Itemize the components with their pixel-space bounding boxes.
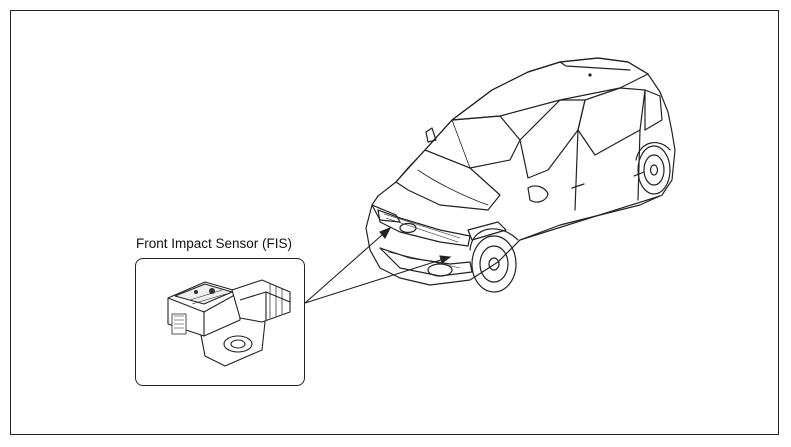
figure-frame bbox=[10, 10, 779, 435]
arrowhead-left bbox=[379, 226, 392, 239]
arrowhead-right bbox=[439, 255, 452, 264]
sensor-pointer-lines bbox=[304, 226, 452, 304]
pointer-line-right bbox=[304, 256, 451, 304]
impact-sensor-icon bbox=[167, 279, 291, 367]
callout-label: Front Impact Sensor (FIS) bbox=[136, 236, 293, 251]
car-illustration bbox=[365, 57, 676, 293]
pointer-line-left bbox=[304, 227, 391, 304]
